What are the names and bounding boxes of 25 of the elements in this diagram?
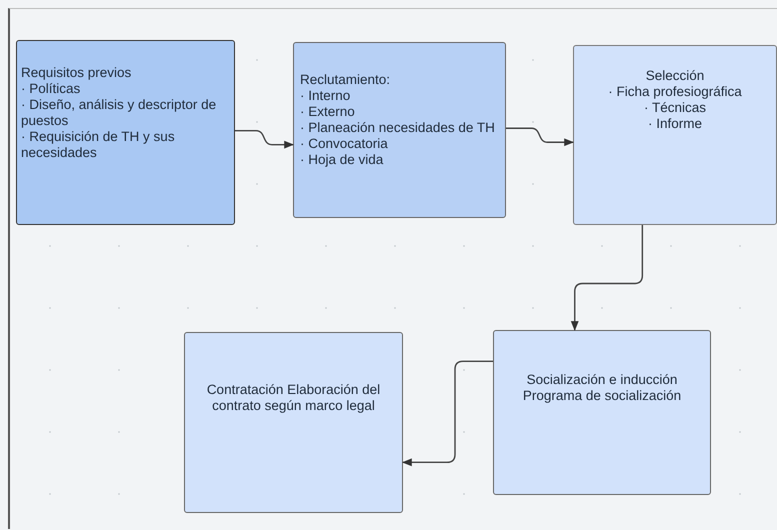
arrow [506,128,574,146]
box-text: · Informe [646,116,703,132]
box-text: · Convocatoria [300,136,389,152]
box-text: Socialización e inducción Programa de socialización [522,372,682,404]
arrow [402,360,493,466]
process-box [16,40,235,225]
box-text: · Ficha profesiográfica [607,84,743,100]
box-text: Reclutamiento: [300,72,392,88]
process-box [493,330,711,495]
box-text: · Requisición de TH y sus necesidades [21,128,176,160]
arrow [570,225,644,331]
arrow [235,130,294,149]
box-text: · Diseño, análisis y descriptor de puestos [21,96,218,128]
box-text: Requisitos previos [21,64,132,80]
process-box [573,45,777,225]
box-text: · Externo [300,104,356,120]
box-text: · Técnicas [642,100,708,116]
process-box [184,332,403,513]
box-text: · Hoja de vida [300,152,384,168]
box-text: · Políticas [21,80,82,96]
box-text: · Interno [300,88,352,104]
box-text: · Planeación necesidades de TH [300,120,496,136]
box-text: Contratación Elaboración del contrato según marco legal [206,382,382,414]
box-text: Selección [644,68,706,84]
process-box [293,42,506,218]
